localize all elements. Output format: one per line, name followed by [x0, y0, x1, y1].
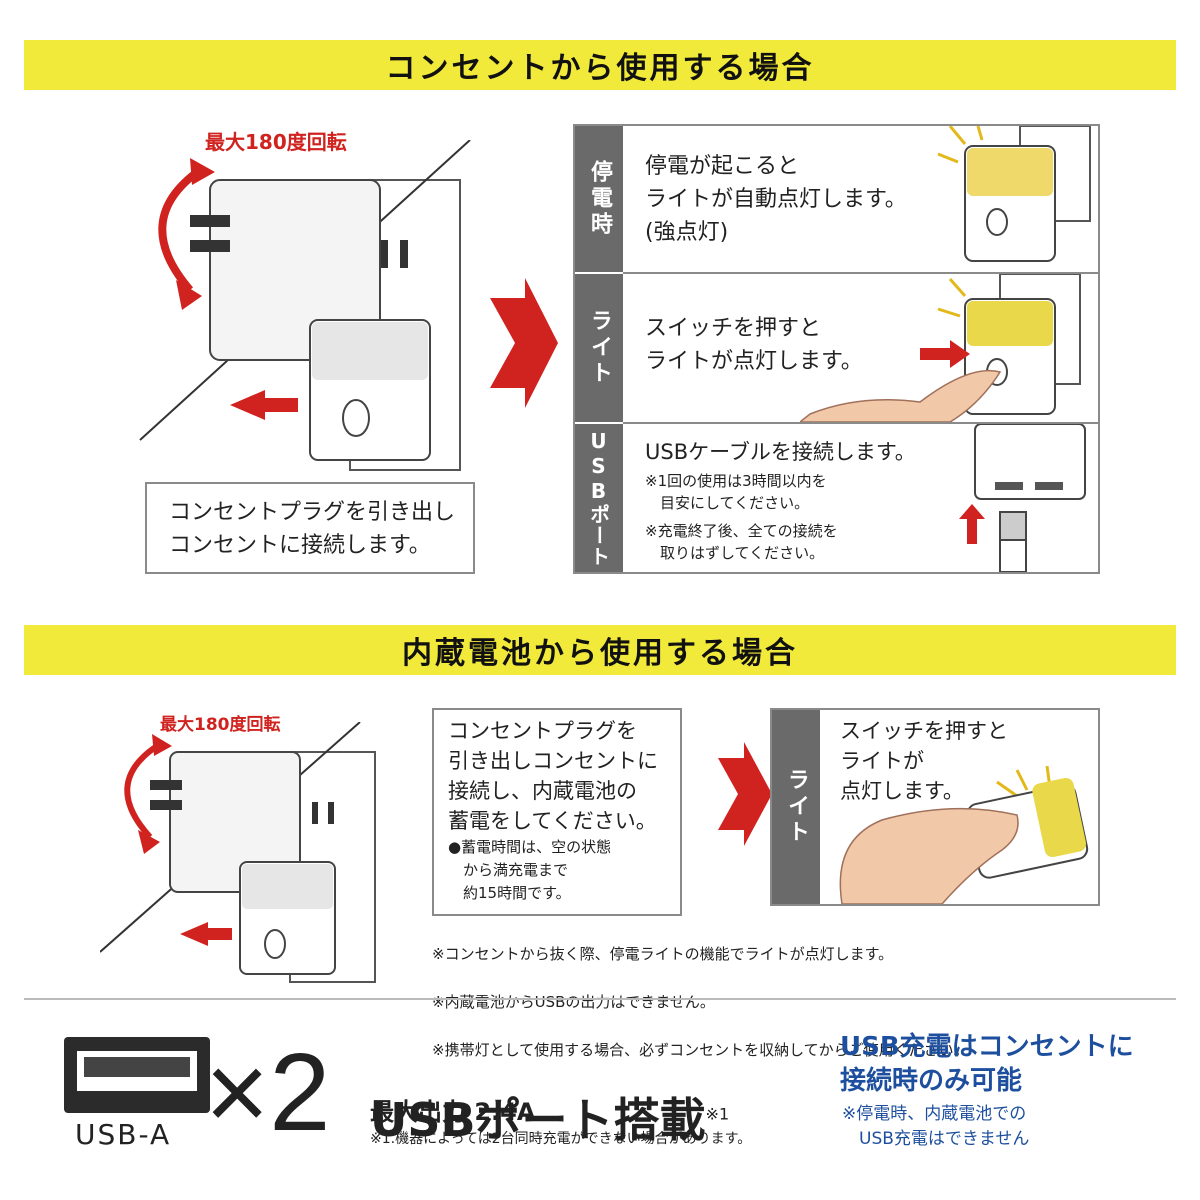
section2-notes: ※コンセントから抜く際、停電ライトの機能でライトが点灯します。 ※内蔵電池からU…: [432, 918, 969, 1086]
rotation-label: 最大180度回転: [205, 130, 347, 154]
row-divider-2: [623, 422, 1100, 424]
instruction-box-1: コンセントプラグを引き出し コンセントに接続します。: [145, 482, 475, 574]
blackout-text: 停電が起こると ライトが自動点灯します。 (強点灯): [645, 154, 907, 245]
usb-text: USBケーブルを接続します。: [645, 440, 916, 464]
instruction-note-2: ●蓄電時間は、空の状態 から満充電まで 約15時間です。: [448, 838, 612, 902]
section2-banner: 内蔵電池から使用する場合: [24, 625, 1176, 675]
usb-headline-text: USBポート搭載: [370, 1093, 706, 1147]
handheld-light-illustration: [839, 765, 1089, 904]
blackout-device-illustration: [937, 126, 1091, 262]
plug-illustration: [139, 140, 471, 471]
note-line-3: ※携帯灯として使用する場合、必ずコンセントを収納してからご使用ください。: [432, 1041, 969, 1059]
tab-light-label: ライト: [587, 309, 612, 387]
flow-arrow-1: [490, 278, 558, 408]
usb-footnote: ※1.機器によっては2台同時充電ができない場合があります。: [370, 1131, 752, 1147]
usb-multiplier: ×2: [205, 1031, 331, 1154]
tab-light-2-label: ライト: [784, 768, 809, 846]
footer-divider: [24, 998, 1176, 1000]
instruction-text-2: コンセントプラグを 引き出しコンセントに 接続し、内蔵電池の 蓄電をしてください…: [448, 719, 658, 833]
row-divider-1: [623, 272, 1100, 274]
usb-charge-condition: USB充電はコンセントに 接続時のみ可能: [840, 1032, 1134, 1096]
tab-usb-port-label: USBポート: [586, 429, 611, 567]
usb-port-illustration: [959, 424, 1086, 572]
tab-light-2: ライト: [772, 710, 820, 904]
max-output: 最大出力 2.4A: [370, 1098, 536, 1126]
section1-banner: コンセントから使用する場合: [24, 40, 1176, 90]
usb-note-2: ※充電終了後、全ての接続を 取りはずしてください。: [645, 522, 838, 562]
note-line-1: ※コンセントから抜く際、停電ライトの機能でライトが点灯します。: [432, 945, 894, 963]
usb-charge-note: ※停電時、内蔵電池での USB充電はできません: [842, 1104, 1030, 1149]
usb-note-1: ※1回の使用は3時間以内を 目安にしてください。: [645, 472, 827, 512]
instruction-box-2: コンセントプラグを 引き出しコンセントに 接続し、内蔵電池の 蓄電をしてください…: [432, 708, 682, 916]
usb-headline: USBポート搭載※1: [370, 1030, 729, 1150]
light-text-2: スイッチを押すと ライトが 点灯します。: [840, 719, 1008, 803]
section1-title: コンセントから使用する場合: [385, 51, 815, 86]
section2-title: 内蔵電池から使用する場合: [402, 636, 798, 671]
light-text: スイッチを押すと ライトが点灯します。: [645, 316, 863, 374]
tab-blackout-label: 停電時: [587, 160, 612, 238]
usb-port-icon: [64, 1037, 210, 1113]
flow-arrow-2: [718, 742, 772, 846]
usb-headline-sup: ※1: [705, 1104, 730, 1124]
instruction-text-1: コンセントプラグを引き出し コンセントに接続します。: [169, 500, 456, 558]
note-line-2: ※内蔵電池からUSBの出力はできません。: [432, 993, 715, 1011]
rotation-label-2: 最大180度回転: [160, 715, 281, 735]
usb-type-label: USB-A: [75, 1118, 172, 1151]
plug-illustration-2: [100, 722, 376, 983]
tab-usb-port: USBポート: [575, 424, 623, 572]
light-device-illustration: [800, 274, 1081, 422]
tab-blackout: 停電時: [575, 126, 623, 272]
tab-light: ライト: [575, 274, 623, 422]
